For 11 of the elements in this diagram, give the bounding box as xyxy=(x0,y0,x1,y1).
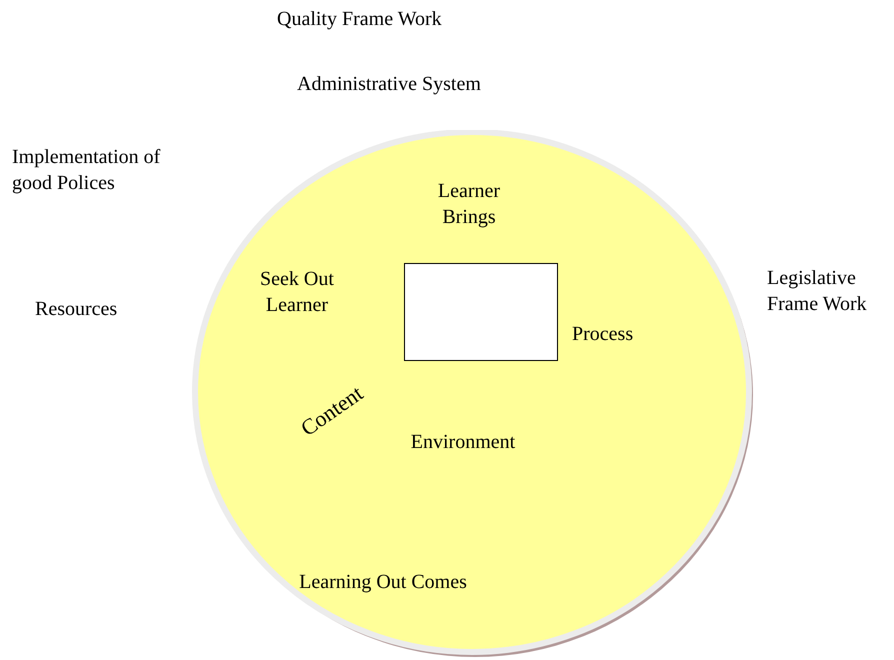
circle-text: Learner Brings xyxy=(436,179,502,230)
label-text: Legislative Frame Work xyxy=(767,266,868,317)
label-text: Implementation of good Polices xyxy=(12,145,162,196)
empty-box xyxy=(404,263,558,361)
circle-text: Environment xyxy=(410,430,516,455)
circle-text: Learning Out Comes xyxy=(298,570,468,595)
label-text: Resources xyxy=(35,297,118,322)
label-text: Administrative System xyxy=(297,72,482,97)
label-text: Quality Frame Work xyxy=(277,7,443,32)
circle-text: Process xyxy=(572,322,634,347)
circle-text: Seek Out Learner xyxy=(259,267,335,318)
